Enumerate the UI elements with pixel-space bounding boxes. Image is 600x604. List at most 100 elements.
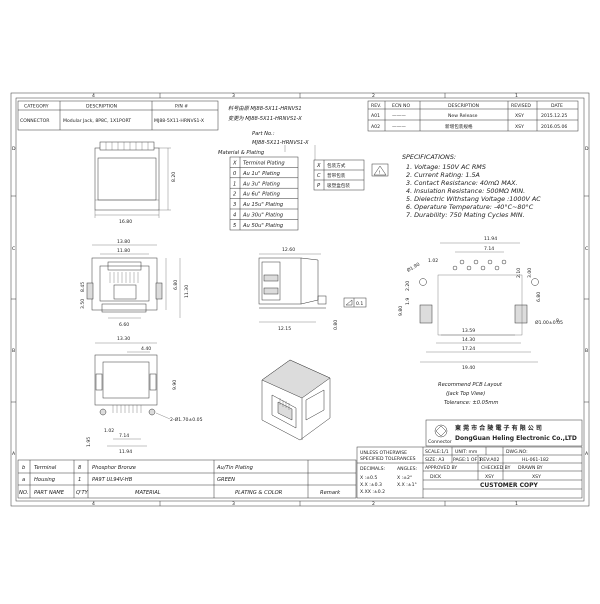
dwg-label: DWG.NO: [506,449,528,455]
approved-label: APPROVED BY [425,465,457,471]
dim-label: 0.80 [333,320,339,330]
pcb-layout: 11.94 7.14 1.02 2.10 3.00 Ø1.90 2.20 1.9… [398,236,563,371]
col-number: 2 [372,501,375,507]
col-number: 1 [515,93,518,99]
category-value: CONNECTOR [20,118,50,124]
pcb-caption-2: (Jack Top View) [446,391,485,397]
row-letter: D [585,146,589,152]
title-block: UNLESS OTHERWISE SPECIFIED TOLERANCES DE… [356,446,583,499]
bom-cell: 8 [78,465,82,471]
row-letter: D [12,146,16,152]
rev-row: XSY [515,113,524,119]
tol-row: X.X :±0.3 [360,482,382,488]
flatness-icon [345,299,353,306]
rev-row: A02 [371,124,380,130]
bom-cell: Phosphor Bronze [92,465,136,471]
rev-row: 2016.05.06 [541,124,567,130]
plating-desc: Au 1u" Plating [242,171,281,177]
dim-label: 6.80 [536,292,542,302]
bom-header: Q'TY [76,490,89,496]
tol-row: X.XX :±0.2 [360,489,385,495]
dim-label: 1.02 [428,258,438,264]
top-view: 8.20 16.80 [94,141,177,225]
spec-item: 2. Current Rating: 1.5A [406,171,480,179]
checked-label: CHECKED BY [481,465,511,471]
pad-row [452,259,507,271]
package-desc: 吸塑盒包装 [327,182,350,189]
description-value: Modular Jack, 8P8C, 1X1PORT [63,118,131,124]
bom-cell: PA9T UL94V-HB [92,477,133,483]
dim-label: 6.80 [173,280,179,290]
tol-angles: ANGLES: [397,466,418,472]
spec-item: 6. Operature Temperature: -40°C~80°C [406,203,534,211]
spec-item: 5. Dielectric Withstang Voltage :1000V A… [406,195,541,203]
bom-cell: GREEN [217,477,235,483]
dim-label: 14.30 [462,337,475,343]
dim-label: 8.20 [171,172,177,182]
plating-table: X Terminal Plating 0 Au 1u" Plating 1 Au… [229,156,299,231]
dim-label: 11.30 [184,285,190,298]
col-number: 2 [372,93,375,99]
rev-row: 2015.12.25 [541,113,567,119]
dim-label: 1.9 [405,298,411,305]
bom-header: PART NAME [34,490,65,496]
page-label: PAGE:1 OF 1 [453,457,482,463]
approved-name: DICK [430,474,442,480]
plating-code: 3 [233,202,236,208]
bom-header: NO. [19,490,28,496]
dim-label: 19.40 [462,365,475,371]
tol-row: X.X :±1° [397,482,417,488]
rev-row: XSY [515,124,524,130]
dim-label: 7.14 [119,433,129,439]
plating-desc: Au 30u" Plating [242,213,284,219]
customer-copy: CUSTOMER COPY [480,482,538,489]
package-desc: 包装方式 [327,162,346,169]
dim-label: 2.20 [405,281,411,291]
dim-label: 13.80 [117,239,130,245]
dim-label: 13.59 [462,328,475,334]
row-letter: B [585,348,588,354]
description-header: DESCRIPTION [86,104,117,110]
note-line-2: 变更为 MJ88-5X11-HRNVS1-X [228,115,302,122]
size-label: SIZE: A3 [425,457,444,463]
esd-warning-icon: ! [371,163,389,177]
dim-label: 12.60 [282,247,295,253]
material-title: Material & Plating [218,150,265,156]
row-letter: B [12,348,15,354]
dim-label: 17.24 [462,346,475,352]
dim-label: Ø1.00±0.05 [535,319,563,326]
dim-label: 2.10 [516,268,522,278]
plating-code: X [232,161,237,167]
drawn-label: DRAWN BY [518,465,543,471]
specifications-block: SPECIFICATIONS: 1. Voltage: 150V AC RMS … [402,153,541,219]
rev-header: REV. [371,103,381,109]
dim-label: 3.00 [527,268,533,278]
spec-item: 1. Voltage: 150V AC RMS [406,163,486,171]
shield-pad [514,304,528,324]
plating-code: 1 [233,181,236,187]
ecn-header: ECN NO [392,103,410,109]
dim-label: 1.02 [104,428,114,434]
dim-label: 7.14 [484,246,494,252]
dim-label: 11.80 [117,248,130,254]
side-view: 12.60 12.15 0.80 0.1 [258,247,367,332]
bom-header: MATERIAL [135,490,161,496]
package-code: X [316,163,321,169]
partno-value: MJ88-5X11-HRNVS1-X [252,140,309,146]
flatness-frame [343,297,367,308]
bom-cell: a [22,477,25,483]
tol-decimals: DECIMALS: [360,466,386,472]
dim-label: 8 [556,318,559,324]
row-letter: C [12,246,15,252]
dim-label: 2-Ø1.70±0.05 [170,416,203,423]
row-letter: A [585,451,589,457]
company-block: Connector 東 莞 市 合 陵 電 子 有 限 公 司 DongGuan… [425,419,583,447]
dim-label: 11.94 [119,449,132,455]
dim-label: 3.50 [80,299,86,309]
plating-code: 0 [233,171,237,177]
plating-desc: Au 15u" Plating [242,202,284,208]
package-code: C [317,173,321,179]
mount-hole [419,278,427,286]
dim-label: 8.45 [80,282,86,292]
